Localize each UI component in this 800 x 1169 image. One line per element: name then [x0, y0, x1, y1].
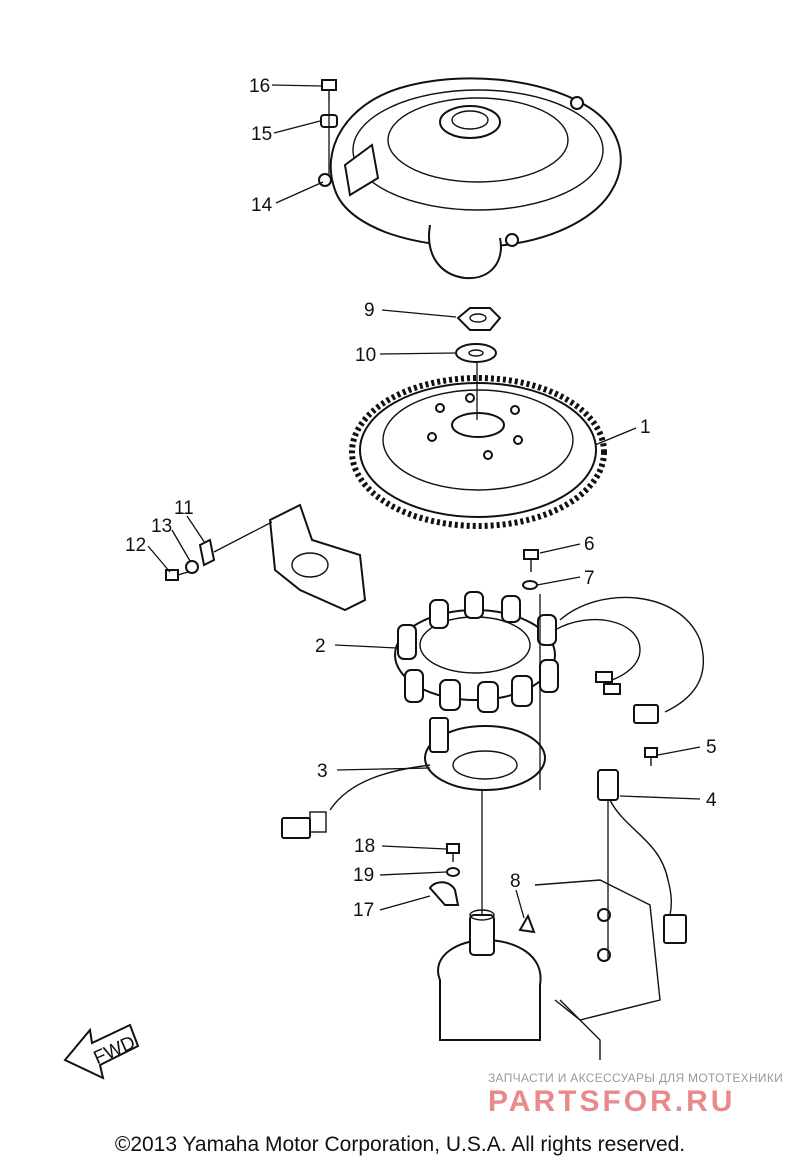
- callout-6: 6: [584, 534, 595, 555]
- screw-12: [165, 569, 189, 581]
- nut-9: [456, 307, 502, 331]
- washer-19: [446, 867, 460, 877]
- flywheel: [349, 375, 607, 529]
- callout-11: 11: [174, 498, 194, 519]
- callout-7: 7: [584, 568, 595, 589]
- pulser-coil: [281, 717, 546, 839]
- bolt-6: [523, 549, 539, 572]
- leader-lines: [147, 84, 701, 960]
- ignition-coil: [597, 769, 687, 944]
- callout-2: 2: [315, 636, 326, 657]
- callout-19: 19: [353, 865, 374, 886]
- washer-13: [185, 560, 199, 574]
- washer-10: [455, 343, 497, 363]
- screw-5: [644, 747, 658, 766]
- callout-labels: 16 15 14 9 10 1 11 13 12 6 7 2 5 3 4 18 …: [125, 76, 717, 921]
- callout-9: 9: [364, 300, 375, 321]
- callout-1: 1: [640, 417, 651, 438]
- callout-4: 4: [706, 790, 717, 811]
- fwd-arrow-icon: FWD: [63, 1023, 140, 1080]
- crankcase-base: [437, 879, 661, 1060]
- callout-3: 3: [317, 761, 328, 782]
- callout-15: 15: [251, 124, 272, 145]
- callout-10: 10: [355, 345, 376, 366]
- callout-12: 12: [125, 535, 146, 556]
- plate-11: [198, 538, 216, 567]
- callout-5: 5: [706, 737, 717, 758]
- callout-18: 18: [354, 836, 375, 857]
- flywheel-cover: [318, 77, 622, 280]
- stator-coil: [394, 591, 705, 724]
- clamp-17: [428, 881, 460, 906]
- callout-8: 8: [510, 871, 521, 892]
- bolt-16: [321, 79, 337, 102]
- washer-7: [522, 580, 538, 590]
- callout-17: 17: [353, 900, 374, 921]
- copyright-notice: ©2013 Yamaha Motor Corporation, U.S.A. A…: [114, 1133, 686, 1156]
- bracket-assembly: [268, 503, 367, 612]
- callout-13: 13: [151, 516, 172, 537]
- watermark-brand: PARTSFOR.RU: [488, 1085, 736, 1118]
- callout-14: 14: [251, 195, 273, 216]
- callout-16: 16: [249, 76, 270, 97]
- screw-18: [446, 843, 460, 862]
- watermark-tagline: ЗАПЧАСТИ И АКСЕССУАРЫ ДЛЯ МОТОТЕХНИКИ: [488, 1071, 784, 1085]
